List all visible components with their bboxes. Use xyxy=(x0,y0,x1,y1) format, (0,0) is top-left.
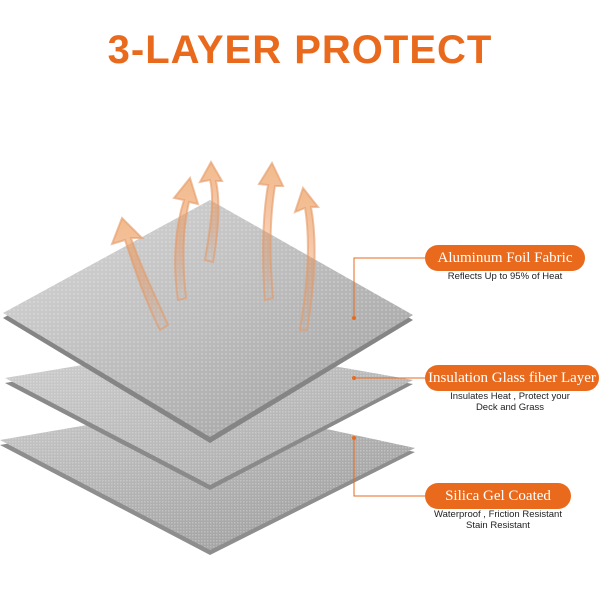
heat-arrow-icon xyxy=(198,159,224,264)
heat-arrow-icon xyxy=(293,185,321,331)
description-line: Reflects Up to 95% of Heat xyxy=(447,271,563,282)
aluminum-layer-description: Reflects Up to 95% of Heat xyxy=(425,271,585,282)
aluminum-layer-label: Aluminum Foil Fabric xyxy=(425,245,585,271)
description-line: Insulates Heat , Protect your xyxy=(450,391,570,402)
aluminum-leader-line xyxy=(353,257,425,318)
silica-layer-description: Waterproof , Friction Resistant Stain Re… xyxy=(425,509,571,531)
page-title: 3-LAYER PROTECT xyxy=(107,28,493,72)
description-line: Deck and Grass xyxy=(475,402,545,413)
insulation-layer-description: Insulates Heat , Protect your Deck and G… xyxy=(425,391,595,413)
heat-arrow-icon xyxy=(257,160,285,302)
heat-arrows xyxy=(110,159,321,332)
heat-arrow-icon xyxy=(110,216,170,332)
description-line: Waterproof , Friction Resistant xyxy=(434,509,562,520)
callout-lines xyxy=(352,257,425,497)
silica-leader-line xyxy=(353,438,425,497)
insulation-layer-label: Insulation Glass fiber Layer xyxy=(425,365,599,391)
heat-arrow-icon xyxy=(172,175,200,302)
description-line: Stain Resistant xyxy=(466,520,530,531)
silica-layer-label: Silica Gel Coated xyxy=(425,483,571,509)
